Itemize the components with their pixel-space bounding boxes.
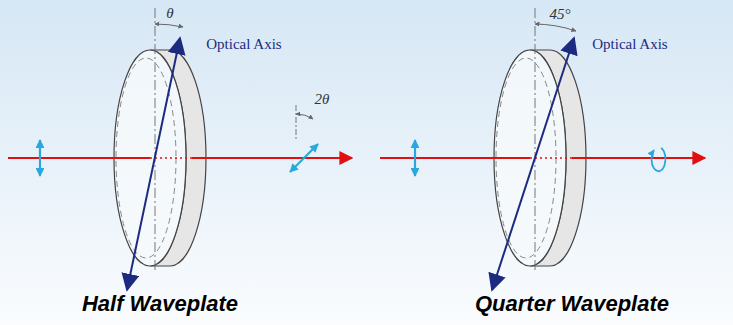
plate-title: Half Waveplate [82,291,238,317]
angle-label: 2θ [315,91,330,108]
vertical-reference [296,105,297,140]
output-polarization [290,144,318,172]
vertical-reference [155,8,156,272]
plate-title: Quarter Waveplate [475,291,669,317]
angle-label: 45° [550,6,571,23]
vertical-reference [535,8,536,272]
input-beam [8,157,150,159]
optical-axis-arrow [492,38,574,290]
output-beam [192,157,352,159]
angle-arc [296,114,313,119]
axis-label: Optical Axis [206,36,281,53]
quarter-waveplate [380,8,705,290]
angle-arc [155,24,183,27]
optical-axis-arrow [127,38,180,290]
input-polarization [39,140,41,176]
angle-arc [535,24,576,31]
axis-label: Optical Axis [592,36,667,53]
input-beam [380,157,530,159]
beam-inside-plate [530,157,572,159]
half-waveplate [8,8,352,290]
circular-polarization [651,148,665,171]
input-polarization [414,140,416,176]
output-beam [572,157,705,159]
beam-inside-plate [150,157,192,159]
angle-label: θ [166,5,173,22]
input-beam [380,157,530,159]
